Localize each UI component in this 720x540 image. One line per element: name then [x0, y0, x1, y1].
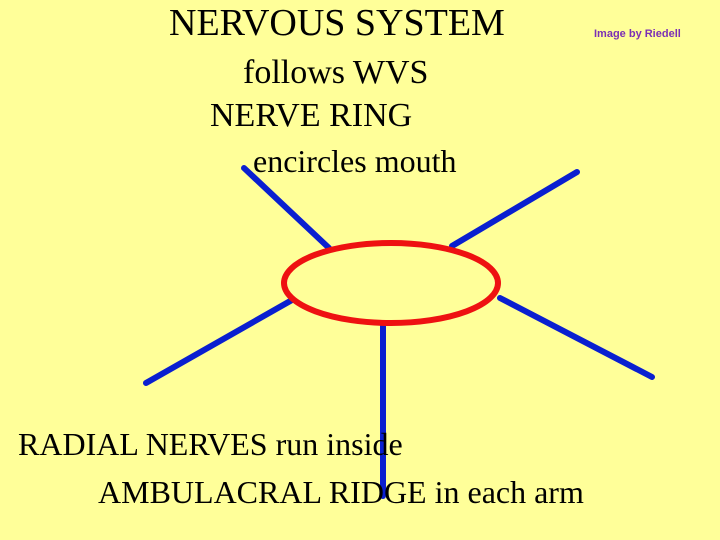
title: NERVOUS SYSTEM — [169, 2, 505, 44]
nerve-ring — [281, 240, 501, 326]
nerve-ring-description: encircles mouth — [253, 143, 457, 179]
radial-nerves-caption-line2: AMBULACRAL RIDGE in each arm — [98, 474, 584, 510]
radial-nerve-lower-right — [497, 295, 655, 380]
radial-nerve-lower-left — [143, 297, 295, 386]
subtitle: follows WVS — [243, 54, 429, 91]
image-credit: Image by Riedell — [594, 28, 681, 40]
radial-nerve-upper-right — [449, 169, 580, 249]
radial-nerves-caption-line1: RADIAL NERVES run inside — [18, 426, 403, 462]
radial-nerve-upper-left — [241, 165, 332, 251]
nerve-ring-heading: NERVE RING — [210, 97, 413, 134]
